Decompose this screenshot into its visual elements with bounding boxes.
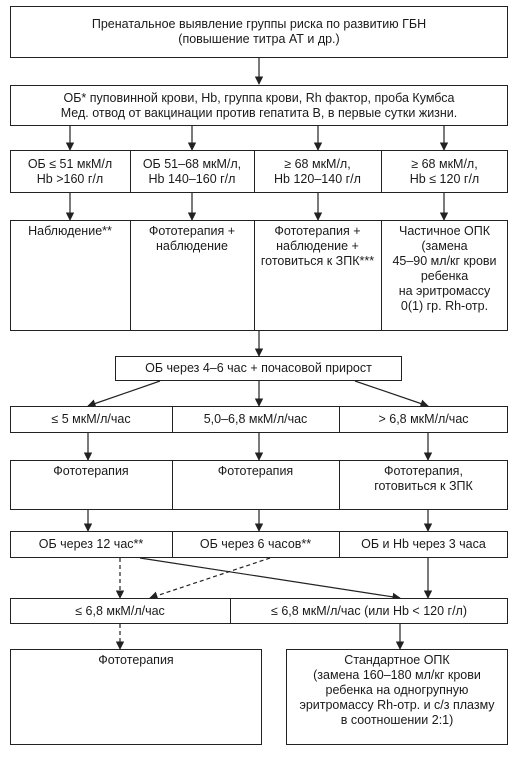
rate-divider-2	[339, 406, 340, 433]
threshold-cell-2: ОБ 51–68 мкМ/л, Hb 140–160 г/л	[142, 156, 242, 186]
rate-action-cell-3: Фототерапия, готовиться к ЗПК	[374, 464, 473, 493]
recheck-divider-1	[172, 531, 173, 558]
recheck-row	[10, 531, 508, 558]
outcome-cell-2: ≤ 6,8 мкМ/л/час (или Hb < 120 г/л)	[270, 603, 468, 618]
arrow-monitor-to-rate3	[354, 380, 429, 408]
action-divider-1	[130, 220, 131, 331]
recheck-cell-3: ОБ и Hb через 3 часа	[361, 537, 486, 551]
threshold-divider-3	[381, 150, 382, 193]
action-cell-4: Частичное ОПК (замена 45–90 мл/кг крови …	[392, 224, 497, 313]
monitor-text: ОБ через 4–6 час + почасовой прирост	[145, 361, 372, 375]
threshold-cell-1: ОБ ≤ 51 мкМ/л Hb >160 г/л	[27, 156, 113, 186]
rate-action-divider-1	[172, 460, 173, 510]
arrow-recheck1-to-outcome2	[139, 557, 401, 602]
arrow-monitor-to-rate1	[87, 380, 161, 408]
dashed-recheck2-to-outcome1	[149, 557, 271, 600]
outcome-divider	[230, 598, 231, 624]
outcome-cell-1: ≤ 6,8 мкМ/л/час	[75, 603, 165, 618]
rate-row	[10, 406, 508, 433]
action-divider-3	[381, 220, 382, 331]
recheck-cell-1: ОБ через 12 час**	[38, 537, 144, 551]
prenatal-risk-box	[10, 6, 508, 58]
threshold-cell-4: ≥ 68 мкМ/л, Hb ≤ 120 г/л	[409, 156, 480, 186]
prenatal-risk-text: Пренатальное выявление группы риска по р…	[91, 17, 427, 46]
threshold-divider-1	[130, 150, 131, 193]
recheck-cell-2: ОБ через 6 часов**	[199, 537, 312, 551]
rate-divider-1	[172, 406, 173, 433]
monitor-box	[115, 356, 402, 381]
final-exchange-text: Стандартное ОПК (замена 160–180 мл/кг кр…	[299, 653, 495, 727]
action-cell-1: Наблюдение**	[28, 224, 112, 238]
initial-exam-text: ОБ* пуповинной крови, Hb, группа крови, …	[60, 90, 458, 120]
final-phototherapy-text: Фототерапия	[98, 653, 174, 667]
final-exchange-box	[286, 649, 508, 745]
rate-action-divider-2	[339, 460, 340, 510]
final-phototherapy-box	[10, 649, 262, 745]
rate-cell-2: 5,0–6,8 мкМ/л/час	[203, 412, 308, 426]
action-cell-3: Фототерапия + наблюдение + готовиться к …	[260, 224, 375, 268]
action-cell-2: Фототерапия + наблюдение	[148, 224, 236, 253]
initial-exam-box	[10, 85, 508, 126]
recheck-divider-2	[339, 531, 340, 558]
rate-cell-3: > 6,8 мкМ/л/час	[378, 412, 469, 426]
threshold-row	[10, 150, 508, 193]
rate-action-cell-1: Фототерапия	[53, 464, 129, 478]
rate-action-cell-2: Фототерапия	[217, 464, 294, 478]
action-row	[10, 220, 508, 331]
outcome-row	[10, 598, 508, 624]
rate-cell-1: ≤ 5 мкМ/л/час	[51, 412, 131, 426]
action-divider-2	[254, 220, 255, 331]
rate-action-row	[10, 460, 508, 510]
threshold-cell-3: ≥ 68 мкМ/л, Hb 120–140 г/л	[274, 156, 361, 186]
threshold-divider-2	[254, 150, 255, 193]
